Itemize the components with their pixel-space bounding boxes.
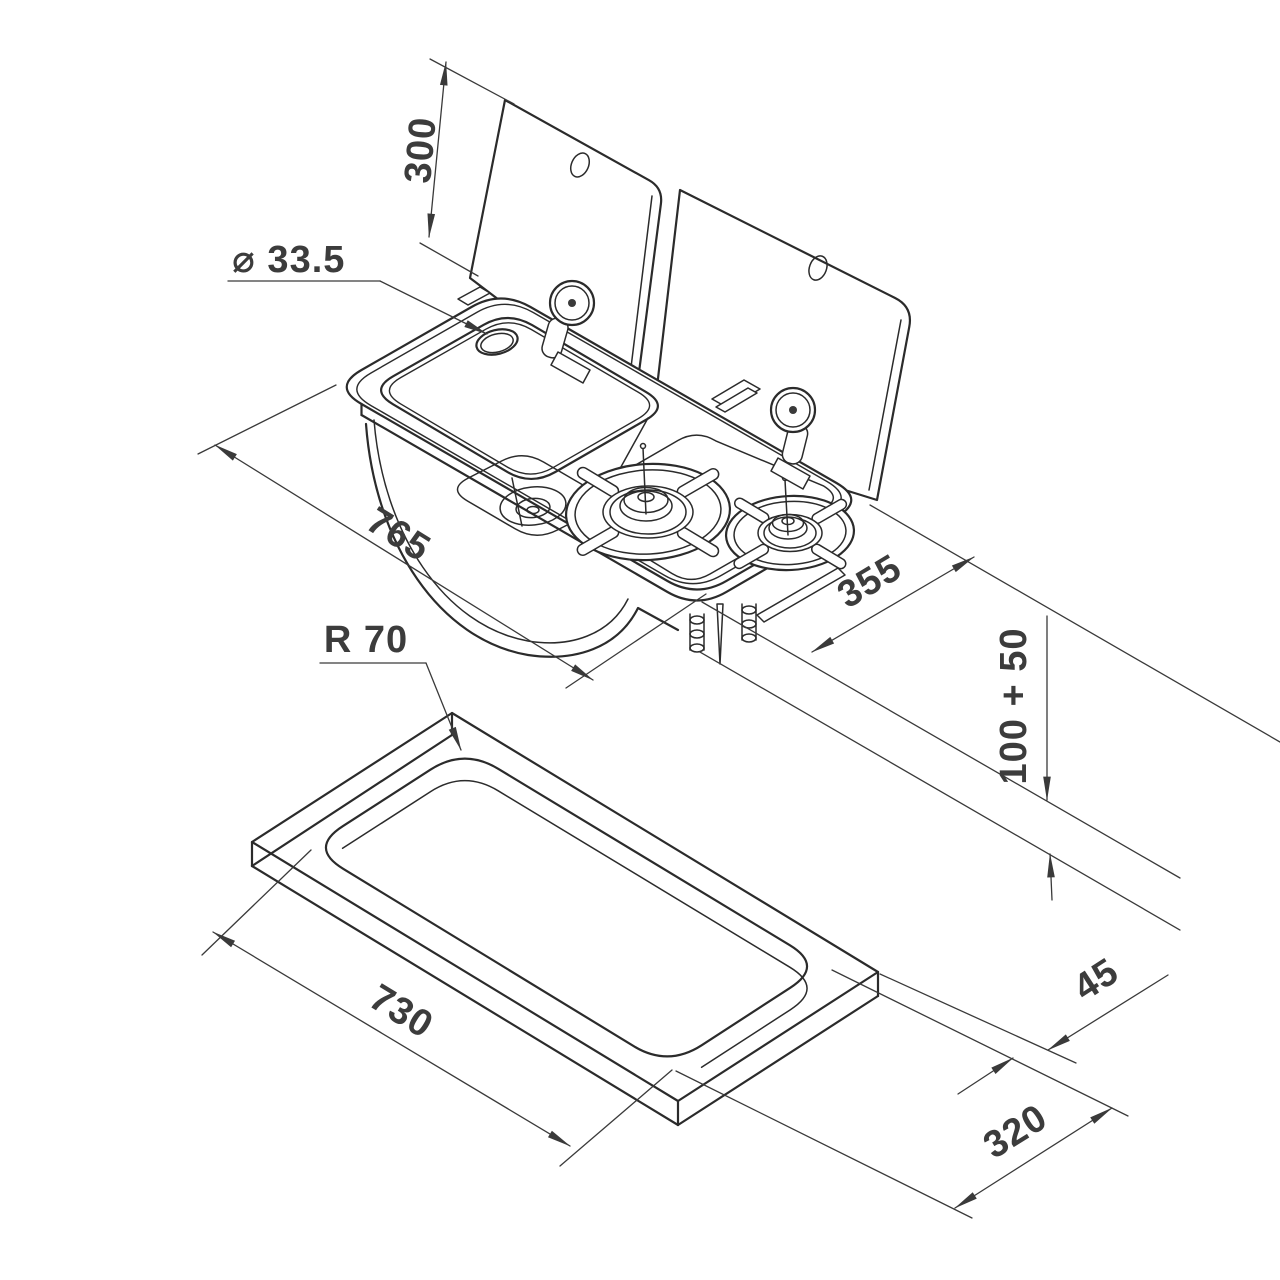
burner-large <box>564 442 732 562</box>
burner-small <box>724 474 856 572</box>
worktop-cutout <box>325 757 808 1058</box>
lid-hinge-right <box>769 386 817 490</box>
igniter-spike <box>716 603 724 665</box>
dim-label-faucet-hole: ⌀ 33.5 <box>232 239 345 281</box>
dim-mounting-clearance: 100 + 50 <box>699 615 1181 931</box>
dim-label-cutout-length: 730 <box>362 977 441 1048</box>
lid-hole-right <box>808 255 828 281</box>
dim-label-cutout-radius: R 70 <box>324 619 408 661</box>
dim-label-cutout-depth: 320 <box>976 1096 1055 1167</box>
thermocouple-pin-large <box>642 447 647 515</box>
dim-label-unit-depth: 355 <box>831 547 910 617</box>
dim-edge-margin: 45 <box>831 950 1169 1117</box>
unit-rim-inner <box>356 303 842 585</box>
dim-cutout-radius: R 70 <box>319 619 462 751</box>
dimensions: 300 ⌀ 33.5 765 355 100 + 50 <box>197 58 1280 1219</box>
dim-label-lid-height: 300 <box>397 115 445 185</box>
lid-hinge-left <box>541 279 596 384</box>
dim-faucet-hole: ⌀ 33.5 <box>227 239 488 335</box>
worktop-template <box>250 711 880 1127</box>
glass-lid-left <box>468 98 663 405</box>
faucet-hole <box>475 328 519 356</box>
dim-cutout-depth: 320 <box>675 1070 1113 1219</box>
dim-lid-height: 300 <box>397 58 515 277</box>
worktop-top-face <box>250 711 880 1103</box>
gas-rail <box>756 567 846 623</box>
dim-label-edge-margin: 45 <box>1066 950 1126 1009</box>
dim-label-mounting-clearance: 100 + 50 <box>993 628 1035 785</box>
hinge-mounts <box>457 286 761 413</box>
cutout-inner-wall <box>341 779 808 1069</box>
sink-hob-unit <box>345 98 911 665</box>
thermocouple-pin-small <box>784 479 789 536</box>
lid-hole-left <box>569 152 591 178</box>
